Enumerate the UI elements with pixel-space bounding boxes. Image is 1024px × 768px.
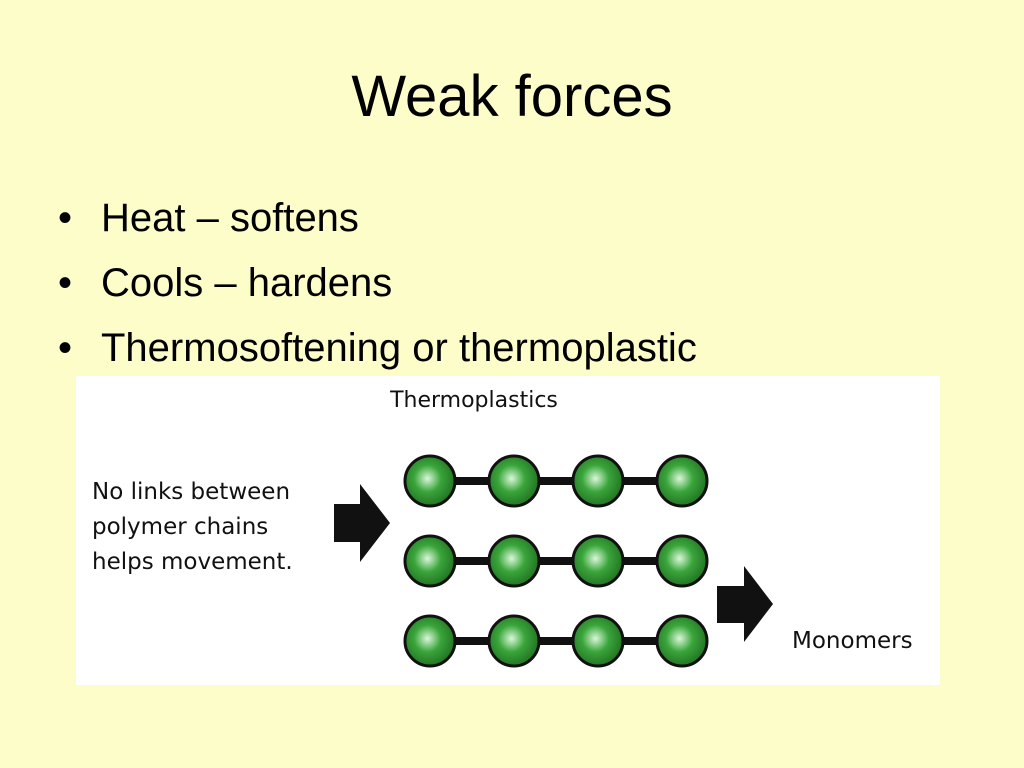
monomer-ball bbox=[487, 534, 541, 588]
monomers-label: Monomers bbox=[792, 628, 913, 654]
bullet-text: Cools – hardens bbox=[101, 261, 393, 305]
slide-title: Weak forces bbox=[351, 64, 673, 129]
caption-line: No links between bbox=[92, 479, 290, 505]
arrow-right-icon bbox=[334, 484, 390, 562]
monomer-ball bbox=[655, 534, 709, 588]
bullet-text: Heat – softens bbox=[101, 196, 359, 240]
monomer-ball bbox=[487, 614, 541, 668]
thermoplastics-diagram: Thermoplastics No links between polymer … bbox=[92, 388, 913, 668]
arrow-left-icon bbox=[717, 566, 773, 642]
bullet-item: • Heat – softens bbox=[56, 186, 697, 251]
bullet-icon: • bbox=[58, 326, 73, 370]
monomer-ball bbox=[487, 454, 541, 508]
polymer-chains bbox=[403, 454, 709, 668]
figure-heading: Thermoplastics bbox=[389, 388, 558, 413]
monomer-ball bbox=[403, 454, 457, 508]
bullet-icon: • bbox=[58, 261, 73, 305]
monomer-ball bbox=[655, 614, 709, 668]
bullet-text: Thermosoftening or thermoplastic bbox=[101, 326, 697, 370]
bullet-item: • Thermosoftening or thermoplastic bbox=[56, 316, 697, 381]
caption-line: polymer chains bbox=[92, 514, 268, 540]
bullet-item: • Cools – hardens bbox=[56, 251, 697, 316]
monomer-ball bbox=[403, 614, 457, 668]
caption-line: helps movement. bbox=[92, 549, 293, 575]
monomer-ball bbox=[655, 454, 709, 508]
thermoplastics-figure: Thermoplastics No links between polymer … bbox=[76, 376, 940, 685]
polymer-chain bbox=[403, 454, 709, 508]
monomer-ball bbox=[571, 534, 625, 588]
bullet-list: • Heat – softens • Cools – hardens • The… bbox=[56, 186, 697, 381]
polymer-chain bbox=[403, 614, 709, 668]
monomer-ball bbox=[571, 454, 625, 508]
monomer-ball bbox=[403, 534, 457, 588]
monomer-ball bbox=[571, 614, 625, 668]
polymer-chain bbox=[403, 534, 709, 588]
bullet-icon: • bbox=[58, 196, 73, 240]
